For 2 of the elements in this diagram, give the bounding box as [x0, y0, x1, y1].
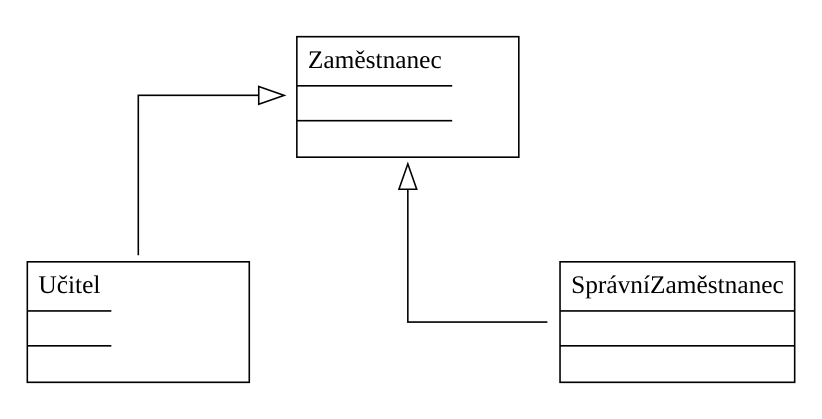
arrow: [398, 161, 548, 323]
arrow: [138, 85, 287, 256]
